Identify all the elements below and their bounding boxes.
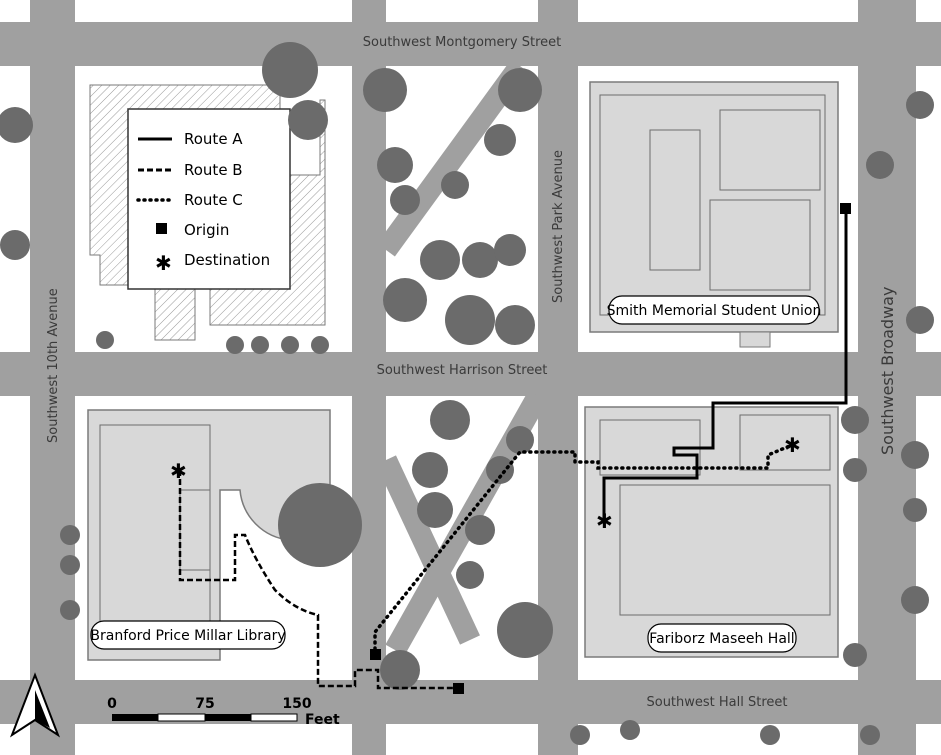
park-avenue-label: Southwest Park Avenue — [551, 150, 566, 303]
montgomery-street — [0, 22, 941, 66]
park-blocks-walk — [352, 0, 386, 755]
scale-tick-0: 0 — [107, 696, 117, 712]
fmh-label: Fariborz Maseeh Hall — [649, 631, 794, 647]
library-label: Branford Price Millar Library — [90, 628, 285, 644]
tenth-avenue — [30, 0, 75, 755]
smu-building — [589, 81, 839, 348]
scale-unit: Feet — [305, 712, 340, 728]
legend-route-a: Route A — [184, 130, 243, 148]
harrison-street — [0, 352, 941, 396]
destination-marker-c: ✱ — [784, 433, 801, 457]
route-a — [602, 212, 848, 520]
tree-canopy — [0, 42, 934, 745]
scale-tick-150: 150 — [282, 696, 311, 712]
north-arrow-icon — [9, 672, 61, 738]
legend-origin-swatch — [156, 223, 167, 234]
origin-marker-c — [370, 649, 381, 660]
scale-tick-75: 75 — [195, 696, 214, 712]
legend-route-b: Route B — [184, 161, 243, 179]
tenth-avenue-label: Southwest 10th Avenue — [46, 288, 61, 443]
map-legend: Route A Route B Route C Origin ✱ Destina… — [127, 108, 291, 290]
origin-marker-b — [453, 683, 464, 694]
library-label-box: Branford Price Millar Library — [90, 620, 286, 650]
hall-street-label: Southwest Hall Street — [646, 695, 787, 710]
broadway-label: Southwest Broadway — [878, 287, 897, 455]
origin-marker-a — [840, 203, 851, 214]
fmh-label-box: Fariborz Maseeh Hall — [647, 623, 797, 653]
destination-marker-a: ✱ — [596, 509, 613, 533]
harrison-street-label: Southwest Harrison Street — [377, 363, 548, 378]
broadway — [858, 0, 916, 755]
scale-bar: 0 75 150 Feet — [107, 696, 340, 728]
legend-route-c: Route C — [184, 191, 243, 209]
route-c — [373, 443, 794, 657]
smu-label: Smith Memorial Student Union — [607, 303, 822, 319]
smu-label-box: Smith Memorial Student Union — [607, 295, 822, 325]
montgomery-street-label: Southwest Montgomery Street — [363, 35, 561, 50]
route-b — [178, 470, 458, 690]
legend-destination-swatch: ✱ — [155, 251, 172, 275]
destination-marker-b: ✱ — [170, 459, 187, 483]
legend-destination: Destination — [184, 251, 270, 269]
legend-origin: Origin — [184, 221, 229, 239]
